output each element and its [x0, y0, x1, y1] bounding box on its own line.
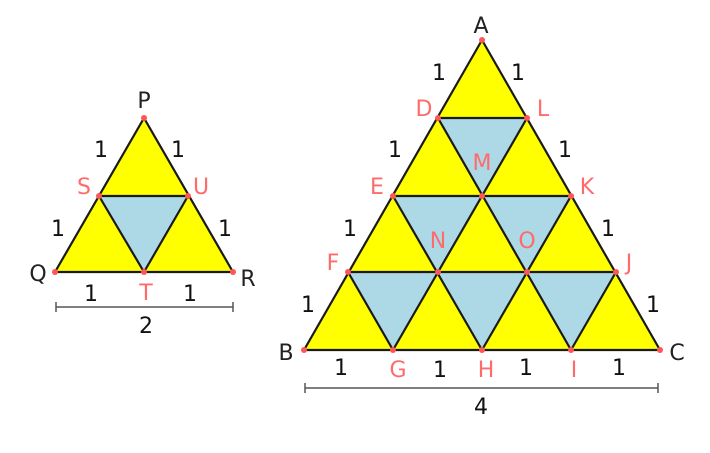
large-diag-LG	[392, 117, 528, 351]
large-diag-DI	[437, 117, 572, 351]
large-yellow-row2-2	[482, 118, 571, 196]
large-yellow-row4-3	[482, 272, 571, 350]
large-yellow-row3-1	[348, 196, 438, 272]
small-triangle: P Q R S U T 1 1 1 1 1 1 2	[29, 89, 255, 339]
label-A: A	[473, 14, 488, 39]
label-C: C	[669, 341, 684, 366]
label-K: K	[580, 175, 595, 200]
large-yellow-row2-1	[393, 118, 482, 196]
large-point-N	[435, 269, 441, 275]
small-point-U	[185, 193, 191, 199]
label-N: N	[430, 229, 446, 254]
label-L: L	[537, 97, 550, 122]
label-M: M	[473, 151, 492, 176]
small-blue-center	[99, 196, 188, 272]
label-D: D	[416, 97, 433, 122]
small-base-length: 2	[139, 314, 153, 339]
large-yellow-row3-3	[527, 196, 616, 272]
large-yellow-row4-4	[571, 272, 660, 350]
label-H: H	[478, 358, 495, 383]
large-yellow-row4-1	[304, 272, 393, 350]
large-seg-EF: 1	[343, 217, 357, 242]
large-diag-FG	[347, 271, 394, 351]
large-seg-AL: 1	[511, 61, 525, 86]
large-seg-IC: 1	[612, 356, 626, 381]
large-point-B	[301, 347, 307, 353]
label-J: J	[624, 251, 633, 276]
large-seg-DE: 1	[388, 138, 402, 163]
large-seg-BG: 1	[334, 356, 348, 381]
small-point-P	[141, 115, 147, 121]
large-diag-JI	[570, 271, 617, 351]
small-seg-PS: 1	[94, 138, 108, 163]
large-blue-row3-2	[482, 196, 571, 272]
large-yellow-row3-2	[438, 196, 527, 272]
large-blue-row4-1	[348, 272, 438, 350]
large-point-I	[568, 347, 574, 353]
large-point-A	[479, 37, 485, 43]
large-base-length: 4	[474, 395, 488, 420]
small-seg-UR: 1	[218, 217, 232, 242]
large-seg-FB: 1	[301, 293, 315, 318]
label-E: E	[370, 175, 384, 200]
large-blue-row4-2	[438, 272, 527, 350]
small-point-T	[141, 269, 147, 275]
small-yellow-right	[144, 196, 233, 272]
small-point-Q	[52, 269, 58, 275]
label-T: T	[138, 281, 153, 306]
large-point-L	[524, 115, 530, 121]
label-F: F	[327, 251, 340, 276]
small-seg-QT: 1	[84, 282, 98, 307]
large-point-K	[568, 193, 574, 199]
small-inner-lines	[98, 194, 190, 274]
label-S: S	[77, 175, 91, 200]
label-B: B	[278, 341, 293, 366]
small-seg-TR: 1	[183, 282, 197, 307]
small-point-R	[230, 269, 236, 275]
label-I: I	[571, 358, 578, 383]
small-yellow-left	[55, 196, 144, 272]
large-seg-AD: 1	[432, 61, 446, 86]
large-blue-row3-1	[393, 196, 482, 272]
large-point-E	[390, 193, 396, 199]
large-point-H	[479, 347, 485, 353]
large-point-J	[613, 269, 619, 275]
small-seg-PU: 1	[171, 138, 185, 163]
label-Q: Q	[29, 262, 46, 287]
label-P: P	[137, 89, 150, 114]
large-seg-HI: 1	[519, 356, 533, 381]
label-R: R	[240, 267, 255, 292]
large-point-G	[390, 347, 396, 353]
large-point-D	[435, 115, 441, 121]
large-blue-row4-3	[527, 272, 616, 350]
large-seg-LK: 1	[558, 138, 572, 163]
label-G: G	[389, 358, 406, 383]
label-O: O	[518, 229, 535, 254]
large-seg-GH: 1	[433, 358, 447, 383]
large-seg-JC: 1	[646, 293, 660, 318]
label-U: U	[193, 175, 209, 200]
large-point-O	[524, 269, 530, 275]
large-triangle: A B C D L E M K F N O J G H I 1 1 1 1 1 …	[278, 14, 684, 420]
large-yellow-row1	[438, 40, 527, 118]
small-seg-SQ: 1	[51, 217, 65, 242]
large-blue-row2	[438, 118, 527, 196]
small-yellow-top	[99, 118, 188, 196]
small-point-S	[96, 193, 102, 199]
large-point-F	[345, 269, 351, 275]
large-yellow-row4-2	[393, 272, 482, 350]
large-seg-KJ: 1	[601, 217, 615, 242]
large-point-M	[479, 193, 485, 199]
large-point-C	[657, 347, 663, 353]
